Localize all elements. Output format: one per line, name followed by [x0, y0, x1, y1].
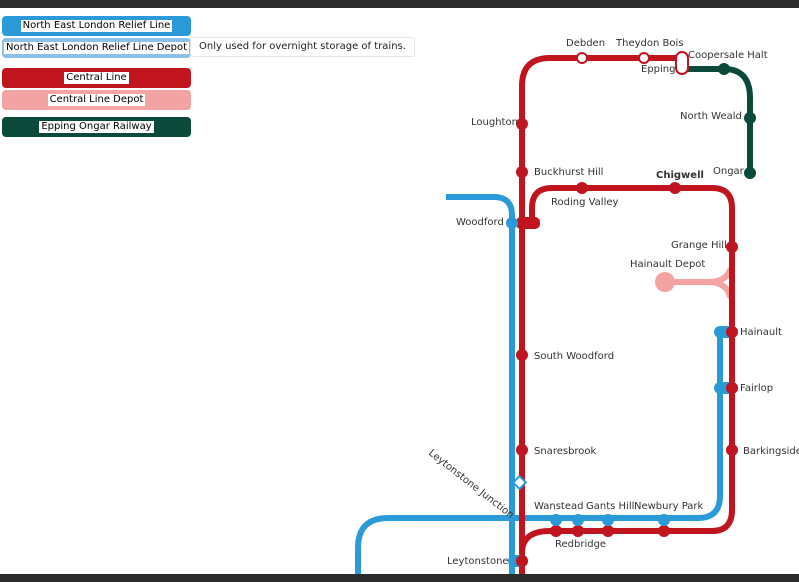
hainault-central-stop[interactable] — [726, 326, 738, 338]
central-line-main-track — [519, 55, 680, 574]
woodford-interchange[interactable] — [516, 217, 540, 229]
buckhurst-hill-stop[interactable] — [516, 166, 528, 178]
chigwell-label: Chigwell — [656, 170, 704, 181]
legend-central-line[interactable]: Central Line — [2, 68, 191, 88]
relief-line-track — [446, 194, 515, 518]
gants-hill-stop[interactable] — [602, 514, 614, 526]
loughton-stop[interactable] — [516, 118, 528, 130]
south-woodford-label: South Woodford — [534, 351, 614, 362]
woodford-label: Woodford — [456, 217, 504, 228]
leytonstone-label: Leytonstone — [447, 556, 509, 567]
newbury-park-relief-stop[interactable] — [658, 514, 670, 526]
north-weald-stop[interactable] — [744, 112, 756, 124]
wanstead-label: Wanstead — [534, 501, 583, 512]
ongar-stop[interactable] — [744, 167, 756, 179]
roding-valley-label: Roding Valley — [551, 197, 619, 208]
map-canvas: Debden Theydon Bois Epping Coopersale Ha… — [0, 8, 799, 574]
redbridge-stop-c[interactable] — [602, 525, 614, 537]
theydon-bois-label: Theydon Bois — [615, 38, 683, 49]
legend-relief-line[interactable]: North East London Relief Line — [2, 16, 191, 36]
relief-line-west-track — [355, 515, 515, 574]
newbury-park-central-stop[interactable] — [658, 525, 670, 537]
barkingside-label: Barkingside — [743, 446, 799, 457]
fairlop-central-stop[interactable] — [726, 382, 738, 394]
roding-valley-stop[interactable] — [576, 182, 588, 194]
coopersale-halt-stop[interactable] — [718, 63, 730, 75]
north-weald-label: North Weald — [680, 111, 742, 122]
wanstead-stop[interactable] — [550, 514, 562, 526]
grange-hill-stop[interactable] — [726, 241, 738, 253]
depot-note: Only used for overnight storage of train… — [190, 37, 415, 57]
hainault-label: Hainault — [740, 327, 782, 338]
woodford-relief-stop[interactable] — [506, 217, 518, 229]
epping-stop[interactable] — [675, 51, 689, 75]
legend-epping-ongar-label: Epping Ongar Railway — [39, 121, 154, 133]
hainault-depot-label: Hainault Depot — [630, 259, 705, 270]
relief-line-loop-track — [512, 330, 723, 521]
central-line-loop-track — [519, 185, 735, 554]
chigwell-stop[interactable] — [669, 182, 681, 194]
epping-label: Epping — [641, 64, 675, 75]
legend-central-line-depot[interactable]: Central Line Depot — [2, 90, 191, 110]
gants-hill-label: Gants Hill — [586, 501, 634, 512]
redbridge-stop-b[interactable] — [572, 525, 584, 537]
legend-relief-line-depot[interactable]: North East London Relief Line Depot — [2, 38, 191, 58]
loughton-label: Loughton — [471, 117, 518, 128]
leytonstone-junction-marker[interactable] — [511, 474, 528, 491]
debden-stop[interactable] — [576, 52, 588, 64]
coopersale-halt-label: Coopersale Halt — [688, 50, 768, 61]
fairlop-label: Fairlop — [740, 383, 773, 394]
ongar-label: Ongar — [713, 166, 745, 177]
legend-central-line-label: Central Line — [64, 72, 129, 84]
south-woodford-stop[interactable] — [516, 349, 528, 361]
snaresbrook-stop[interactable] — [516, 444, 528, 456]
barkingside-stop[interactable] — [726, 444, 738, 456]
network-map: Debden Theydon Bois Epping Coopersale Ha… — [355, 38, 799, 574]
legend-epping-ongar[interactable]: Epping Ongar Railway — [2, 117, 191, 137]
legend-relief-line-label: North East London Relief Line — [20, 20, 173, 32]
snaresbrook-label: Snaresbrook — [534, 446, 597, 457]
hainault-depot-marker[interactable] — [655, 272, 675, 292]
debden-label: Debden — [566, 38, 605, 49]
grange-hill-label: Grange Hill — [671, 240, 727, 251]
newbury-park-label: Newbury Park — [634, 501, 704, 512]
wanstead-stop-b[interactable] — [572, 514, 584, 526]
redbridge-stop-a[interactable] — [550, 525, 562, 537]
buckhurst-hill-label: Buckhurst Hill — [534, 167, 603, 178]
redbridge-label: Redbridge — [555, 539, 606, 550]
legend-relief-line-depot-label: North East London Relief Line Depot — [3, 42, 190, 54]
theydon-bois-stop[interactable] — [638, 52, 650, 64]
legend-central-line-depot-label: Central Line Depot — [47, 94, 146, 106]
leytonstone-central-stop[interactable] — [516, 555, 528, 567]
leytonstone-junction-label: Leytonstone Junction — [426, 448, 516, 521]
